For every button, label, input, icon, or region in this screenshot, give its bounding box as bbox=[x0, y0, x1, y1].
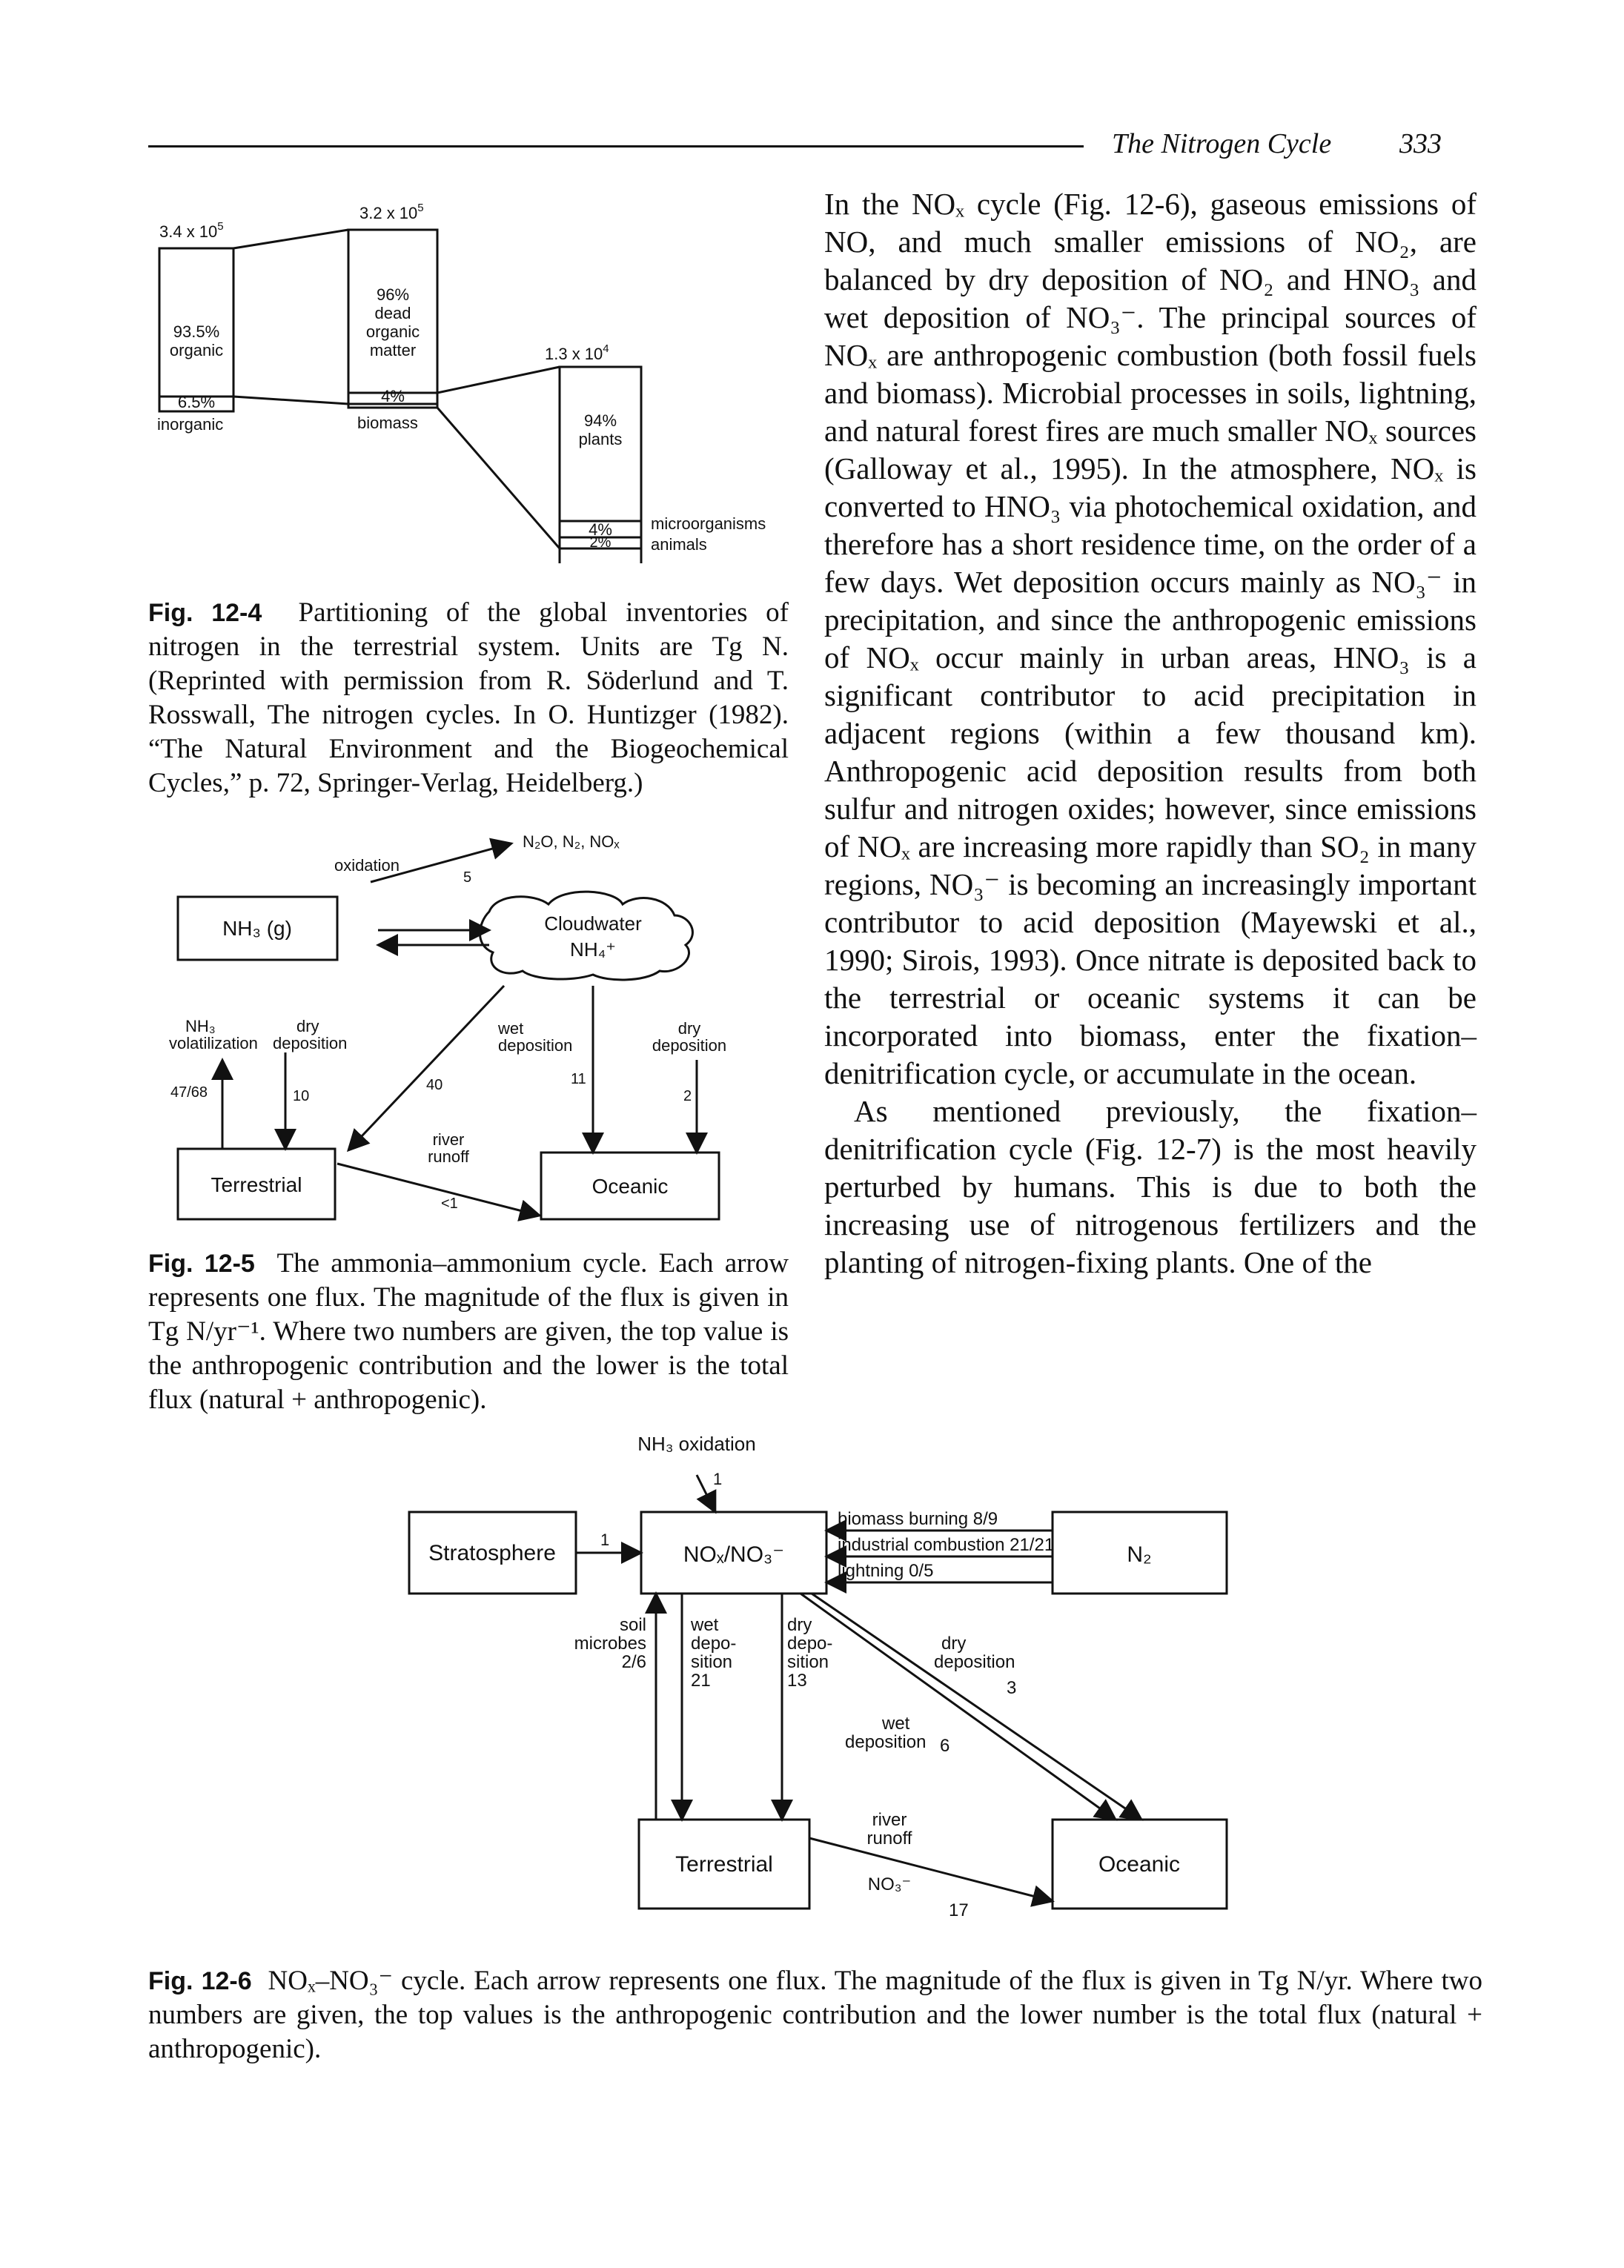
paragraph-1: In the NOₓ cycle (Fig. 12-6), gaseous em… bbox=[824, 187, 1476, 1090]
fig6-wet-2: depo- bbox=[691, 1634, 736, 1654]
fig6-dry-2: depo- bbox=[787, 1634, 832, 1654]
fig6-n2: N₂ bbox=[1127, 1542, 1151, 1567]
fig4-dead-pct: 96% bbox=[377, 285, 409, 304]
fig6-strat-val: 1 bbox=[600, 1531, 609, 1549]
fig5-flux-dry-ocean: 2 bbox=[683, 1088, 692, 1104]
fig6-lightning: lightning 0/5 bbox=[838, 1561, 933, 1581]
fig4-organic-total: 3.2 x 105 bbox=[359, 202, 424, 222]
fig6-industrial: industrial combustion 21/21 bbox=[838, 1535, 1054, 1555]
fig5-terrestrial: Terrestrial bbox=[211, 1173, 302, 1196]
fig6-river-val: 17 bbox=[949, 1900, 969, 1920]
fig5-flux-vol: 47/68 bbox=[170, 1084, 208, 1101]
fig6-dry-val: 13 bbox=[787, 1671, 807, 1691]
fig5-flux-dry: 10 bbox=[293, 1088, 309, 1104]
fig4-biomass-label: biomass bbox=[357, 414, 418, 432]
fig6-caption-text: NOₓ–NO₃⁻ cycle. Each arrow represents on… bbox=[148, 1966, 1482, 2064]
fig6-dry-3: sition bbox=[787, 1652, 829, 1672]
fig5-flux-wet-ocean: 11 bbox=[571, 1071, 586, 1087]
fig6-wet-ocean-1: wet bbox=[881, 1714, 910, 1734]
fig4-caption-text: Partitioning of the global inventories o… bbox=[148, 597, 789, 798]
fig4-dead-label-3: matter bbox=[370, 341, 416, 359]
fig4-plants-label: plants bbox=[579, 430, 623, 448]
fig5-dry-dep-2: deposition bbox=[273, 1034, 347, 1052]
fig6-river-3: NO₃⁻ bbox=[868, 1874, 911, 1894]
fig4-dead-label-1: dead bbox=[375, 304, 411, 322]
fig5-wet-dep-1: wet bbox=[497, 1019, 523, 1038]
fig6-wet-3: sition bbox=[691, 1652, 732, 1672]
fig5-caption: Fig. 12-5 The ammonia–ammonium cycle. Ea… bbox=[148, 1247, 789, 1417]
figure-12-4: 3.4 x 105 93.5% organic 6.5% inorganic 3… bbox=[157, 202, 766, 563]
fig5-oxidation-val: 5 bbox=[463, 869, 471, 886]
fig5-wet-dep-2: deposition bbox=[498, 1036, 572, 1055]
fig4-plants-pct: 94% bbox=[584, 411, 617, 430]
fig5-flux-wet-terr: 40 bbox=[426, 1077, 443, 1093]
fig4-label: Fig. 12-4 bbox=[148, 599, 262, 627]
fig6-nh3-ox: NH₃ oxidation bbox=[637, 1434, 755, 1455]
fig5-oxidation: oxidation bbox=[334, 856, 400, 875]
fig6-biomass-burning: biomass burning 8/9 bbox=[838, 1509, 998, 1529]
fig6-dry-ocean-val: 3 bbox=[1007, 1678, 1016, 1698]
fig4-dead-label-2: organic bbox=[366, 322, 420, 341]
fig6-soil-val: 2/6 bbox=[622, 1652, 646, 1672]
fig6-wet-ocean-2: deposition bbox=[845, 1732, 926, 1752]
page-number: 333 bbox=[1399, 128, 1442, 159]
fig5-river-val: <1 bbox=[441, 1196, 458, 1212]
fig6-soil-1: soil bbox=[620, 1615, 646, 1635]
fig5-cloud-2: NH₄⁺ bbox=[570, 938, 616, 961]
fig6-dry-1: dry bbox=[787, 1615, 812, 1635]
fig5-nh3-box: NH₃ (g) bbox=[222, 917, 292, 940]
fig5-caption-text: The ammonia–ammonium cycle. Each arrow r… bbox=[148, 1248, 789, 1415]
fig6-river-2: runoff bbox=[867, 1828, 912, 1848]
fig4-organic-pct: 93.5% bbox=[173, 322, 219, 341]
figure-12-5: NH₃ (g) Cloudwater NH₄⁺ oxidation 5 N₂O,… bbox=[169, 832, 726, 1221]
fig5-river-2: runoff bbox=[428, 1147, 470, 1166]
fig6-terrestrial: Terrestrial bbox=[675, 1852, 773, 1877]
fig6-dry-ocean-2: deposition bbox=[934, 1652, 1015, 1672]
fig6-stratosphere: Stratosphere bbox=[428, 1541, 556, 1565]
fig5-dry-dep-ocean-1: dry bbox=[678, 1019, 701, 1038]
paragraph-2: As mentioned previously, the fixation–de… bbox=[824, 1094, 1476, 1279]
figure-12-6: NH₃ oxidation 1 Stratosphere 1 NOₓ/NO₃⁻ … bbox=[408, 1434, 1228, 1920]
fig5-oxidation-products: N₂O, N₂, NOₓ bbox=[523, 832, 620, 851]
fig4-biomass-total: 1.3 x 104 bbox=[545, 342, 609, 363]
fig5-label: Fig. 12-5 bbox=[148, 1250, 255, 1278]
fig4-biomass-pct: 4% bbox=[381, 387, 405, 405]
fig5-oceanic: Oceanic bbox=[592, 1175, 669, 1198]
fig4-inorganic-label: inorganic bbox=[157, 415, 223, 434]
fig6-wet-1: wet bbox=[690, 1615, 719, 1635]
body-text: In the NOₓ cycle (Fig. 12-6), gaseous em… bbox=[824, 185, 1476, 1281]
running-head: The Nitrogen Cycle bbox=[1112, 128, 1332, 159]
fig6-label: Fig. 12-6 bbox=[148, 1967, 252, 1995]
fig6-nox-box: NOₓ/NO₃⁻ bbox=[683, 1542, 784, 1567]
fig5-cloud-1: Cloudwater bbox=[544, 912, 642, 935]
fig6-caption: Fig. 12-6 NOₓ–NO₃⁻ cycle. Each arrow rep… bbox=[148, 1964, 1482, 2066]
fig4-animals-label: animals bbox=[651, 535, 707, 554]
fig6-river-1: river bbox=[872, 1810, 907, 1830]
fig6-dry-ocean-1: dry bbox=[941, 1634, 966, 1654]
header-rule bbox=[148, 145, 1084, 147]
fig4-total: 3.4 x 105 bbox=[159, 220, 224, 241]
fig6-soil-2: microbes bbox=[574, 1634, 646, 1654]
fig4-micro-pct: 4% bbox=[589, 520, 612, 539]
fig6-wet-val: 21 bbox=[691, 1671, 711, 1691]
fig6-nh3-ox-val: 1 bbox=[713, 1470, 722, 1488]
fig6-oceanic: Oceanic bbox=[1098, 1852, 1180, 1877]
fig6-wet-ocean-val: 6 bbox=[940, 1736, 949, 1756]
fig4-inorganic-pct: 6.5% bbox=[178, 393, 215, 411]
fig4-organic-label: organic bbox=[170, 341, 223, 359]
fig4-caption: Fig. 12-4 Partitioning of the global inv… bbox=[148, 596, 789, 800]
fig5-river-1: river bbox=[433, 1130, 465, 1149]
fig4-animals-pct: 2% bbox=[590, 534, 612, 551]
fig5-dry-dep-1: dry bbox=[296, 1017, 319, 1035]
fig4-micro-label: microorganisms bbox=[651, 514, 766, 533]
fig5-nh3-vol-1: NH₃ bbox=[185, 1017, 216, 1035]
fig5-dry-dep-ocean-2: deposition bbox=[652, 1036, 726, 1055]
fig5-nh3-vol-2: volatilization bbox=[169, 1034, 258, 1052]
